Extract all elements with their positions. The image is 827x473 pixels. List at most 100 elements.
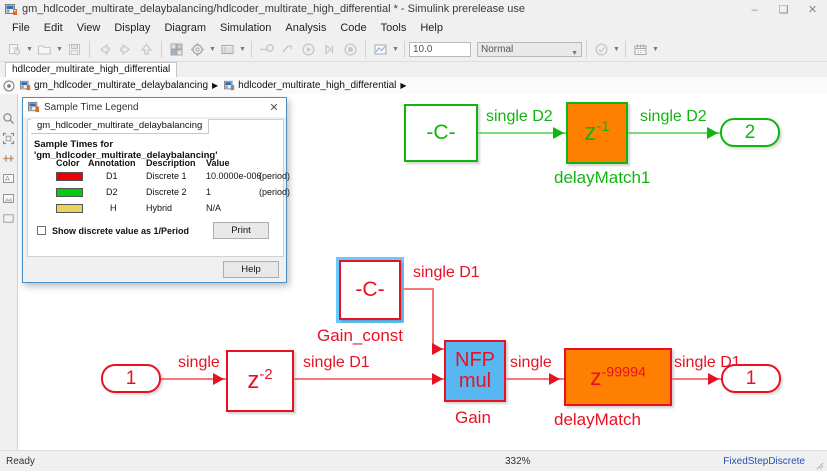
menu-tools[interactable]: Tools xyxy=(380,22,407,34)
toolbar-separator xyxy=(586,40,587,58)
resize-grip-icon[interactable] xyxy=(814,460,824,470)
legend-header-annotation: Annotation xyxy=(88,158,136,168)
simulation-data-inspector-dropdown-icon[interactable]: ▼ xyxy=(392,45,399,53)
print-button[interactable]: Print xyxy=(213,222,269,239)
up-to-parent-icon[interactable] xyxy=(137,40,156,59)
arrow-z2-to-gain xyxy=(432,373,443,385)
wire-in1-to-z2 xyxy=(161,378,226,380)
port-out1[interactable]: 1 xyxy=(721,364,781,393)
menu-code[interactable]: Code xyxy=(340,22,367,34)
wire-delaymatch1-to-out2 xyxy=(628,132,720,134)
chevron-down-icon: ▼ xyxy=(571,49,578,57)
breadcrumb-item-model[interactable]: gm_hdlcoder_multirate_delaybalancing xyxy=(18,80,208,91)
fast-restart-icon[interactable] xyxy=(278,40,297,59)
fit-to-view-icon[interactable] xyxy=(0,128,17,148)
forward-icon[interactable] xyxy=(116,40,135,59)
legend-description-d2: Discrete 2 xyxy=(146,187,187,197)
menu-simulation[interactable]: Simulation xyxy=(220,22,272,34)
model-tab[interactable]: hdlcoder_multirate_high_differential xyxy=(5,62,178,77)
legend-value-d1: 10.0000e-006 xyxy=(206,171,262,181)
legend-header-color: Color xyxy=(56,158,80,168)
arrow-delaymatch-to-out1 xyxy=(708,373,719,385)
model-tab-strip: hdlcoder_multirate_high_differential xyxy=(0,62,827,78)
minimize-button[interactable]: – xyxy=(751,3,758,16)
open-model-icon[interactable] xyxy=(35,40,54,59)
legend-value-h: N/A xyxy=(206,203,222,213)
block-delaymatch[interactable]: z-99994 xyxy=(564,348,672,406)
wire-z2-to-gain xyxy=(294,378,444,380)
model-explorer-dropdown-icon[interactable]: ▼ xyxy=(239,45,246,53)
stop-icon[interactable] xyxy=(341,40,360,59)
menu-file[interactable]: File xyxy=(12,22,30,34)
sample-time-legend-dialog: Sample Time Legend ✕ gm_hdlcoder_multira… xyxy=(22,97,290,283)
menu-view[interactable]: View xyxy=(76,22,101,34)
zoom-in-region-icon[interactable] xyxy=(0,108,17,128)
new-model-dropdown-icon[interactable]: ▼ xyxy=(26,45,33,53)
area-icon[interactable] xyxy=(0,208,17,228)
dialog-model-tab[interactable]: gm_hdlcoder_multirate_delaybalancing xyxy=(31,119,210,134)
dialog-close-icon[interactable]: ✕ xyxy=(269,102,279,114)
port-out2[interactable]: 2 xyxy=(720,118,780,147)
block-delaymatch-text: z-99994 xyxy=(590,363,646,390)
save-model-icon[interactable] xyxy=(65,40,84,59)
model-advisor-dropdown-icon[interactable]: ▼ xyxy=(613,45,620,53)
step-forward-icon[interactable] xyxy=(320,40,339,59)
library-browser-icon[interactable] xyxy=(167,40,186,59)
back-icon[interactable] xyxy=(95,40,114,59)
maximize-button[interactable]: ❑ xyxy=(778,4,789,16)
model-advisor-icon[interactable] xyxy=(592,40,611,59)
block-const-d2[interactable]: -C- xyxy=(404,104,478,162)
legend-description-h: Hybrid xyxy=(146,203,173,213)
toolbar-separator xyxy=(404,40,405,58)
menu-bar: File Edit View Display Diagram Simulatio… xyxy=(0,19,827,37)
toolbar-separator xyxy=(365,40,366,58)
legend-header-description: Description xyxy=(146,158,196,168)
block-gain-const[interactable]: -C- xyxy=(339,260,401,320)
menu-display[interactable]: Display xyxy=(114,22,151,34)
back-circle-icon[interactable] xyxy=(0,77,18,94)
help-button[interactable]: Help xyxy=(223,261,279,278)
signal-routing-icon[interactable] xyxy=(0,148,17,168)
show-discrete-as-inverse-checkbox[interactable] xyxy=(37,226,46,235)
status-zoom[interactable]: 332% xyxy=(505,456,531,467)
breadcrumb-label-subsystem: hdlcoder_multirate_high_differential xyxy=(238,80,397,91)
simulation-stop-time-input[interactable]: 10.0 xyxy=(409,41,471,57)
dialog-heading: Sample Times for 'gm_hdlcoder_multirate_… xyxy=(34,139,218,161)
block-delaymatch1[interactable]: z-1 xyxy=(566,102,628,164)
signal-label-delaymatch1-to-out2: single D2 xyxy=(640,108,707,125)
new-model-icon[interactable] xyxy=(5,40,24,59)
close-button[interactable]: ✕ xyxy=(807,4,818,16)
block-label-gain-const: Gain_const xyxy=(317,326,403,345)
legend-annotation-d2: D2 xyxy=(106,187,118,197)
update-diagram-icon[interactable] xyxy=(257,40,276,59)
menu-diagram[interactable]: Diagram xyxy=(164,22,207,34)
menu-analysis[interactable]: Analysis xyxy=(285,22,327,34)
wire-gainconst-v xyxy=(432,288,434,349)
signal-label-in1-to-z2: single xyxy=(178,354,220,371)
status-solver[interactable]: FixedStepDiscrete xyxy=(723,456,805,467)
model-configuration-icon[interactable] xyxy=(188,40,207,59)
title-bar: gm_hdlcoder_multirate_delaybalancing/hdl… xyxy=(0,0,827,20)
port-in1[interactable]: 1 xyxy=(101,364,161,393)
schedule-editor-icon[interactable] xyxy=(631,40,650,59)
arrow-gain-to-delaymatch xyxy=(549,373,560,385)
legend-color-swatch-d2 xyxy=(56,188,83,197)
breadcrumb-item-subsystem[interactable]: hdlcoder_multirate_high_differential xyxy=(222,80,396,91)
subsystem-icon xyxy=(224,80,235,91)
annotation-icon[interactable]: A xyxy=(0,168,17,188)
model-explorer-icon[interactable] xyxy=(218,40,237,59)
simulation-mode-select[interactable]: Normal ▼ xyxy=(477,41,582,57)
svg-text:A: A xyxy=(5,175,10,183)
menu-edit[interactable]: Edit xyxy=(43,22,63,34)
run-icon[interactable] xyxy=(299,40,318,59)
image-icon[interactable] xyxy=(0,188,17,208)
block-gain[interactable]: NFP mul xyxy=(444,340,506,402)
schedule-editor-dropdown-icon[interactable]: ▼ xyxy=(652,45,659,53)
menu-help[interactable]: Help xyxy=(420,22,443,34)
model-configuration-dropdown-icon[interactable]: ▼ xyxy=(209,45,216,53)
signal-label-z2-to-gain: single D1 xyxy=(303,354,370,371)
block-delay-z2[interactable]: z-2 xyxy=(226,350,294,412)
open-model-dropdown-icon[interactable]: ▼ xyxy=(56,45,63,53)
dialog-title-bar: Sample Time Legend ✕ xyxy=(23,98,286,118)
simulation-data-inspector-icon[interactable] xyxy=(371,40,390,59)
